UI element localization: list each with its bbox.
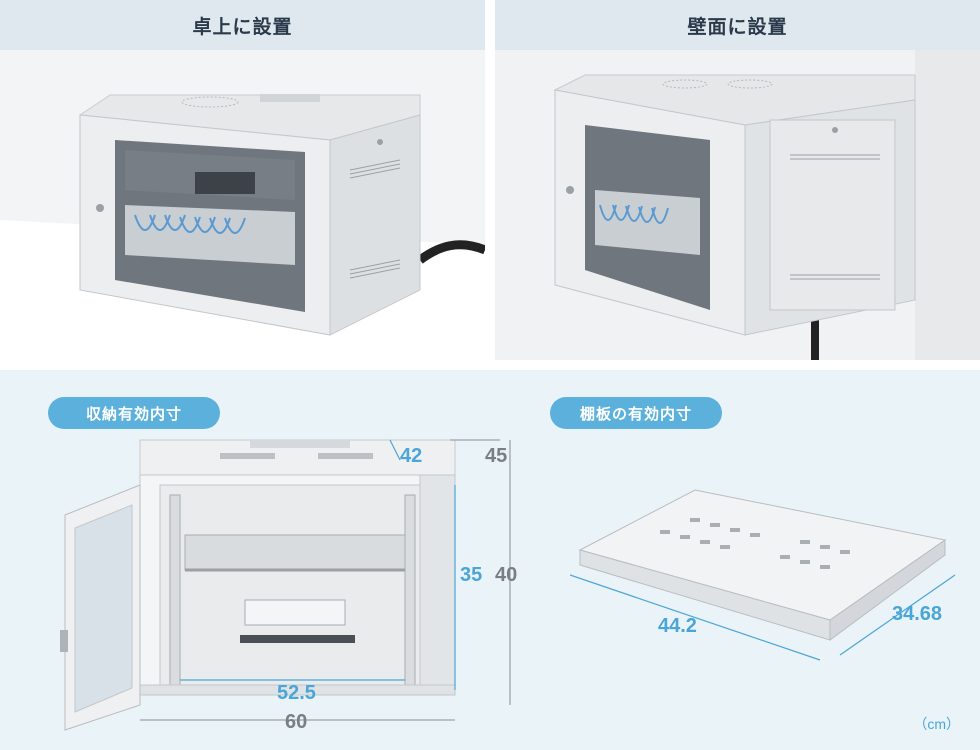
interior-dims-label: 収納有効内寸	[48, 397, 220, 429]
height-inner-dim: 35	[460, 564, 483, 586]
desk-install-title: 卓上に設置	[0, 0, 485, 50]
depth-outer-dim: 45	[485, 445, 508, 467]
wall-install-panel: 壁面に設置	[495, 0, 980, 360]
unit-label: （cm）	[913, 716, 960, 732]
shelf-dims-label: 棚板の有効内寸	[550, 397, 722, 429]
shelf-width-dim: 44.2	[658, 615, 697, 637]
wall-install-title: 壁面に設置	[495, 0, 980, 50]
desk-install-panel: 卓上に設置	[0, 0, 485, 360]
desk-cabinet-photo	[0, 50, 485, 360]
dimensions-section: 収納有効内寸 棚板の有効内寸	[0, 370, 980, 750]
open-cabinet-diagram	[60, 430, 530, 750]
width-inner-dim: 52.5	[277, 682, 316, 704]
depth-inner-dim: 42	[400, 445, 423, 467]
height-outer-dim: 40	[495, 564, 518, 586]
wall-cabinet-photo	[495, 50, 980, 360]
shelf-diagram	[570, 480, 970, 680]
shelf-depth-dim: 34.68	[892, 603, 943, 625]
width-outer-dim: 60	[285, 711, 308, 733]
